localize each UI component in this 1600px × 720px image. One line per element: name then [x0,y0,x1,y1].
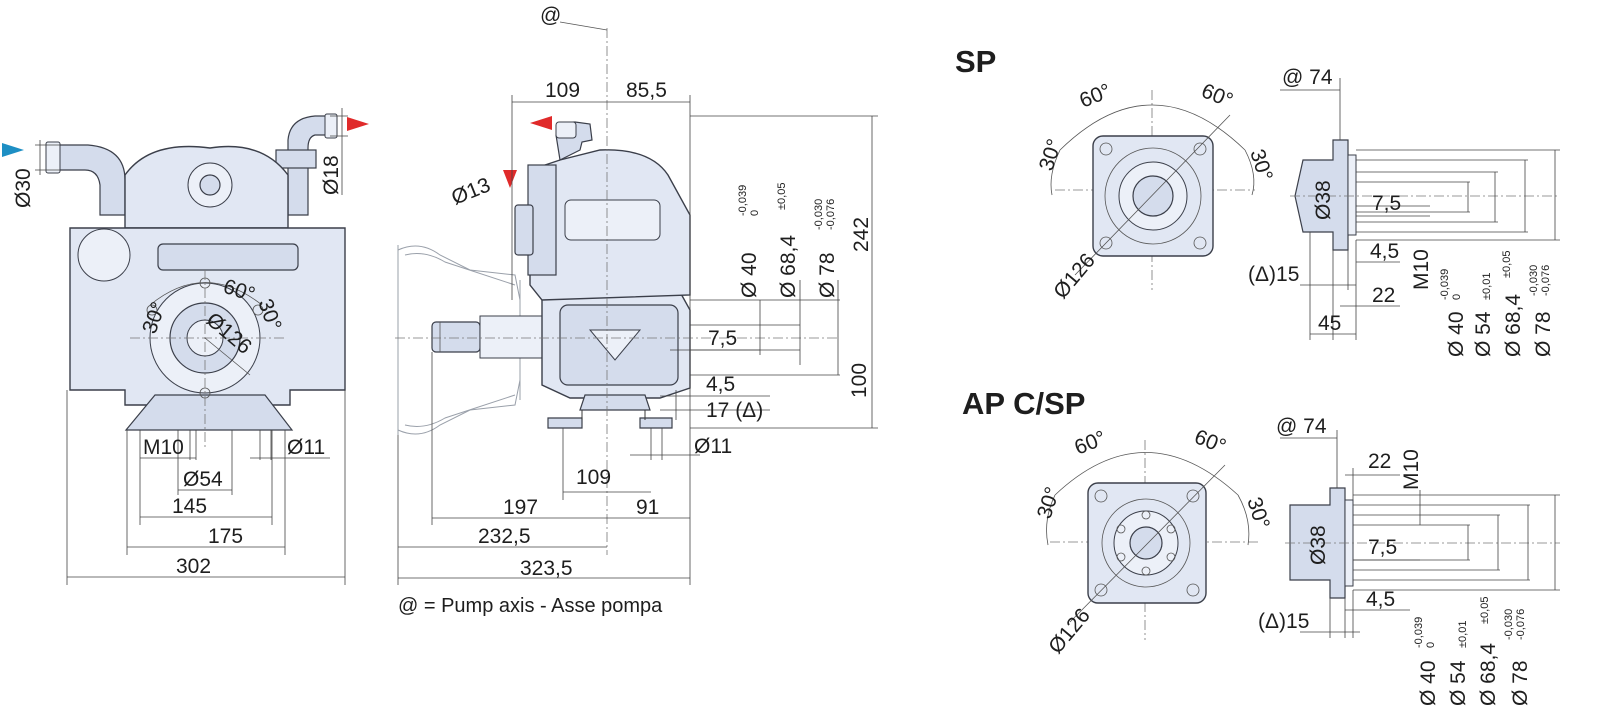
axis-marker-label: @ [540,4,561,27]
sp-d78-tol-b: -0,076 [1540,265,1552,296]
inlet-arrow-icon [2,143,24,157]
sp-title: SP [955,44,996,79]
side-d78-label: Ø 78 [816,252,839,298]
sp-4-5-label: 4,5 [1370,240,1399,263]
side-242-label: 242 [850,217,873,252]
front-175-label: 175 [208,525,243,548]
apcsp-d40-tol-a: -0,039 [1413,617,1425,648]
apcsp-angle-30-right: 30° [1242,494,1274,531]
apcsp-d40-tol-b: 0 [1425,642,1437,648]
side-109-top-label: 109 [545,79,580,102]
side-d78-tol-a: -0,030 [813,199,825,230]
sp-delta15-label: (Δ)15 [1248,263,1299,286]
side-17-label: 17 (Δ) [706,399,763,422]
axis-legend: @ = Pump axis - Asse pompa [398,595,663,617]
side-7-5-label: 7,5 [708,327,737,350]
sp-m10-label: M10 [1410,249,1433,290]
side-d78-tol-b: -0,076 [825,199,837,230]
pump-side-foot [579,394,651,411]
apcsp-d40-label: Ø 40 [1417,660,1440,706]
apcsp-d78-label: Ø 78 [1509,660,1532,706]
side-d40-tol-a: -0,039 [737,185,749,216]
outlet-arrow-icon [347,117,369,131]
sp-section: SP [955,44,1560,357]
inlet-side-arrow-icon [503,170,517,188]
sp-d40-tol-b: 0 [1451,294,1463,300]
apcsp-d78-tol-b: -0,076 [1515,609,1527,640]
apcsp-angle-60-right: 60° [1191,425,1229,458]
apcsp-d54-tol: ±0,01 [1457,621,1469,648]
inlet-pipe [49,144,126,216]
sp-d78-tol-a: -0,030 [1528,265,1540,296]
apcsp-d54-label: Ø 54 [1447,660,1470,706]
sp-flange-profile [1294,139,1349,251]
sp-22-label: 22 [1372,284,1395,307]
apcsp-22-label: 22 [1368,450,1391,473]
side-d13-label: Ø13 [448,173,493,209]
apcsp-d68-label: Ø 68,4 [1477,643,1500,706]
sp-angle-60-left: 60° [1076,79,1114,112]
side-view: @ 109 85,5 Ø13 Ø 40 -0,039 0 Ø 68,4 ±0,0… [395,4,878,617]
side-d40-tol-b: 0 [749,210,761,216]
apcsp-d126-label: Ø126 [1044,604,1095,658]
apcsp-at74-label: @ 74 [1276,415,1327,438]
shaft-guard-outline [397,245,521,435]
sp-d68-label: Ø 68,4 [1502,294,1525,357]
front-d11-label: Ø11 [287,436,325,459]
sp-d38-label: Ø38 [1312,180,1335,220]
sp-at74-label: @ 74 [1282,66,1333,89]
front-302-label: 302 [176,555,211,578]
sp-7-5-label: 7,5 [1372,192,1401,215]
side-91-label: 91 [636,496,659,519]
front-m10-label: M10 [143,436,184,459]
side-d40-label: Ø 40 [738,252,761,298]
side-109-bottom-label: 109 [576,466,611,489]
side-4-5-label: 4,5 [706,373,735,396]
apcsp-title: AP C/SP [962,386,1085,421]
side-323-5-label: 323,5 [520,557,573,580]
sp-d40-tol-a: -0,039 [1439,269,1451,300]
side-232-5-label: 232,5 [478,525,531,548]
apcsp-4-5-label: 4,5 [1366,588,1395,611]
side-d11-label: Ø11 [694,435,732,458]
sp-d78-label: Ø 78 [1532,311,1555,357]
sp-45-label: 45 [1318,312,1341,335]
sp-d68-tol: ±0,05 [1501,251,1513,278]
side-d68-tol: ±0,05 [776,183,788,210]
front-d18-label: Ø18 [320,155,343,195]
apcsp-d38-label: Ø38 [1307,525,1330,565]
front-145-label: 145 [172,495,207,518]
apcsp-section: AP C/SP [962,386,1560,706]
sp-angle-60-right: 60° [1198,79,1236,112]
sp-angle-30-right: 30° [1245,146,1277,183]
sp-angle-30-left: 30° [1035,136,1067,173]
front-d30-label: Ø30 [12,168,35,208]
front-d54-label: Ø54 [183,468,223,491]
apcsp-angle-30-left: 30° [1033,484,1065,521]
outlet-side-arrow-icon [530,116,552,130]
pump-foot [124,394,294,431]
apcsp-angle-60-left: 60° [1071,426,1109,459]
drive-shaft [431,321,481,353]
side-d68-label: Ø 68,4 [777,235,800,298]
apcsp-d68-tol: ±0,05 [1479,597,1491,624]
side-100-label: 100 [848,363,871,398]
apcsp-m10-label: M10 [1400,449,1423,490]
sp-d40-label: Ø 40 [1445,311,1468,357]
side-197-label: 197 [503,496,538,519]
apcsp-7-5-label: 7,5 [1368,536,1397,559]
side-85-5-label: 85,5 [626,79,667,102]
sp-d54-tol: ±0,01 [1481,273,1493,300]
apcsp-d78-tol-a: -0,030 [1503,609,1515,640]
apcsp-delta15-label: (Δ)15 [1258,610,1309,633]
front-view: Ø30 Ø18 30° 60° 30° Ø126 M10 Ø11 Ø54 145… [2,108,369,585]
sp-d54-label: Ø 54 [1472,311,1495,357]
